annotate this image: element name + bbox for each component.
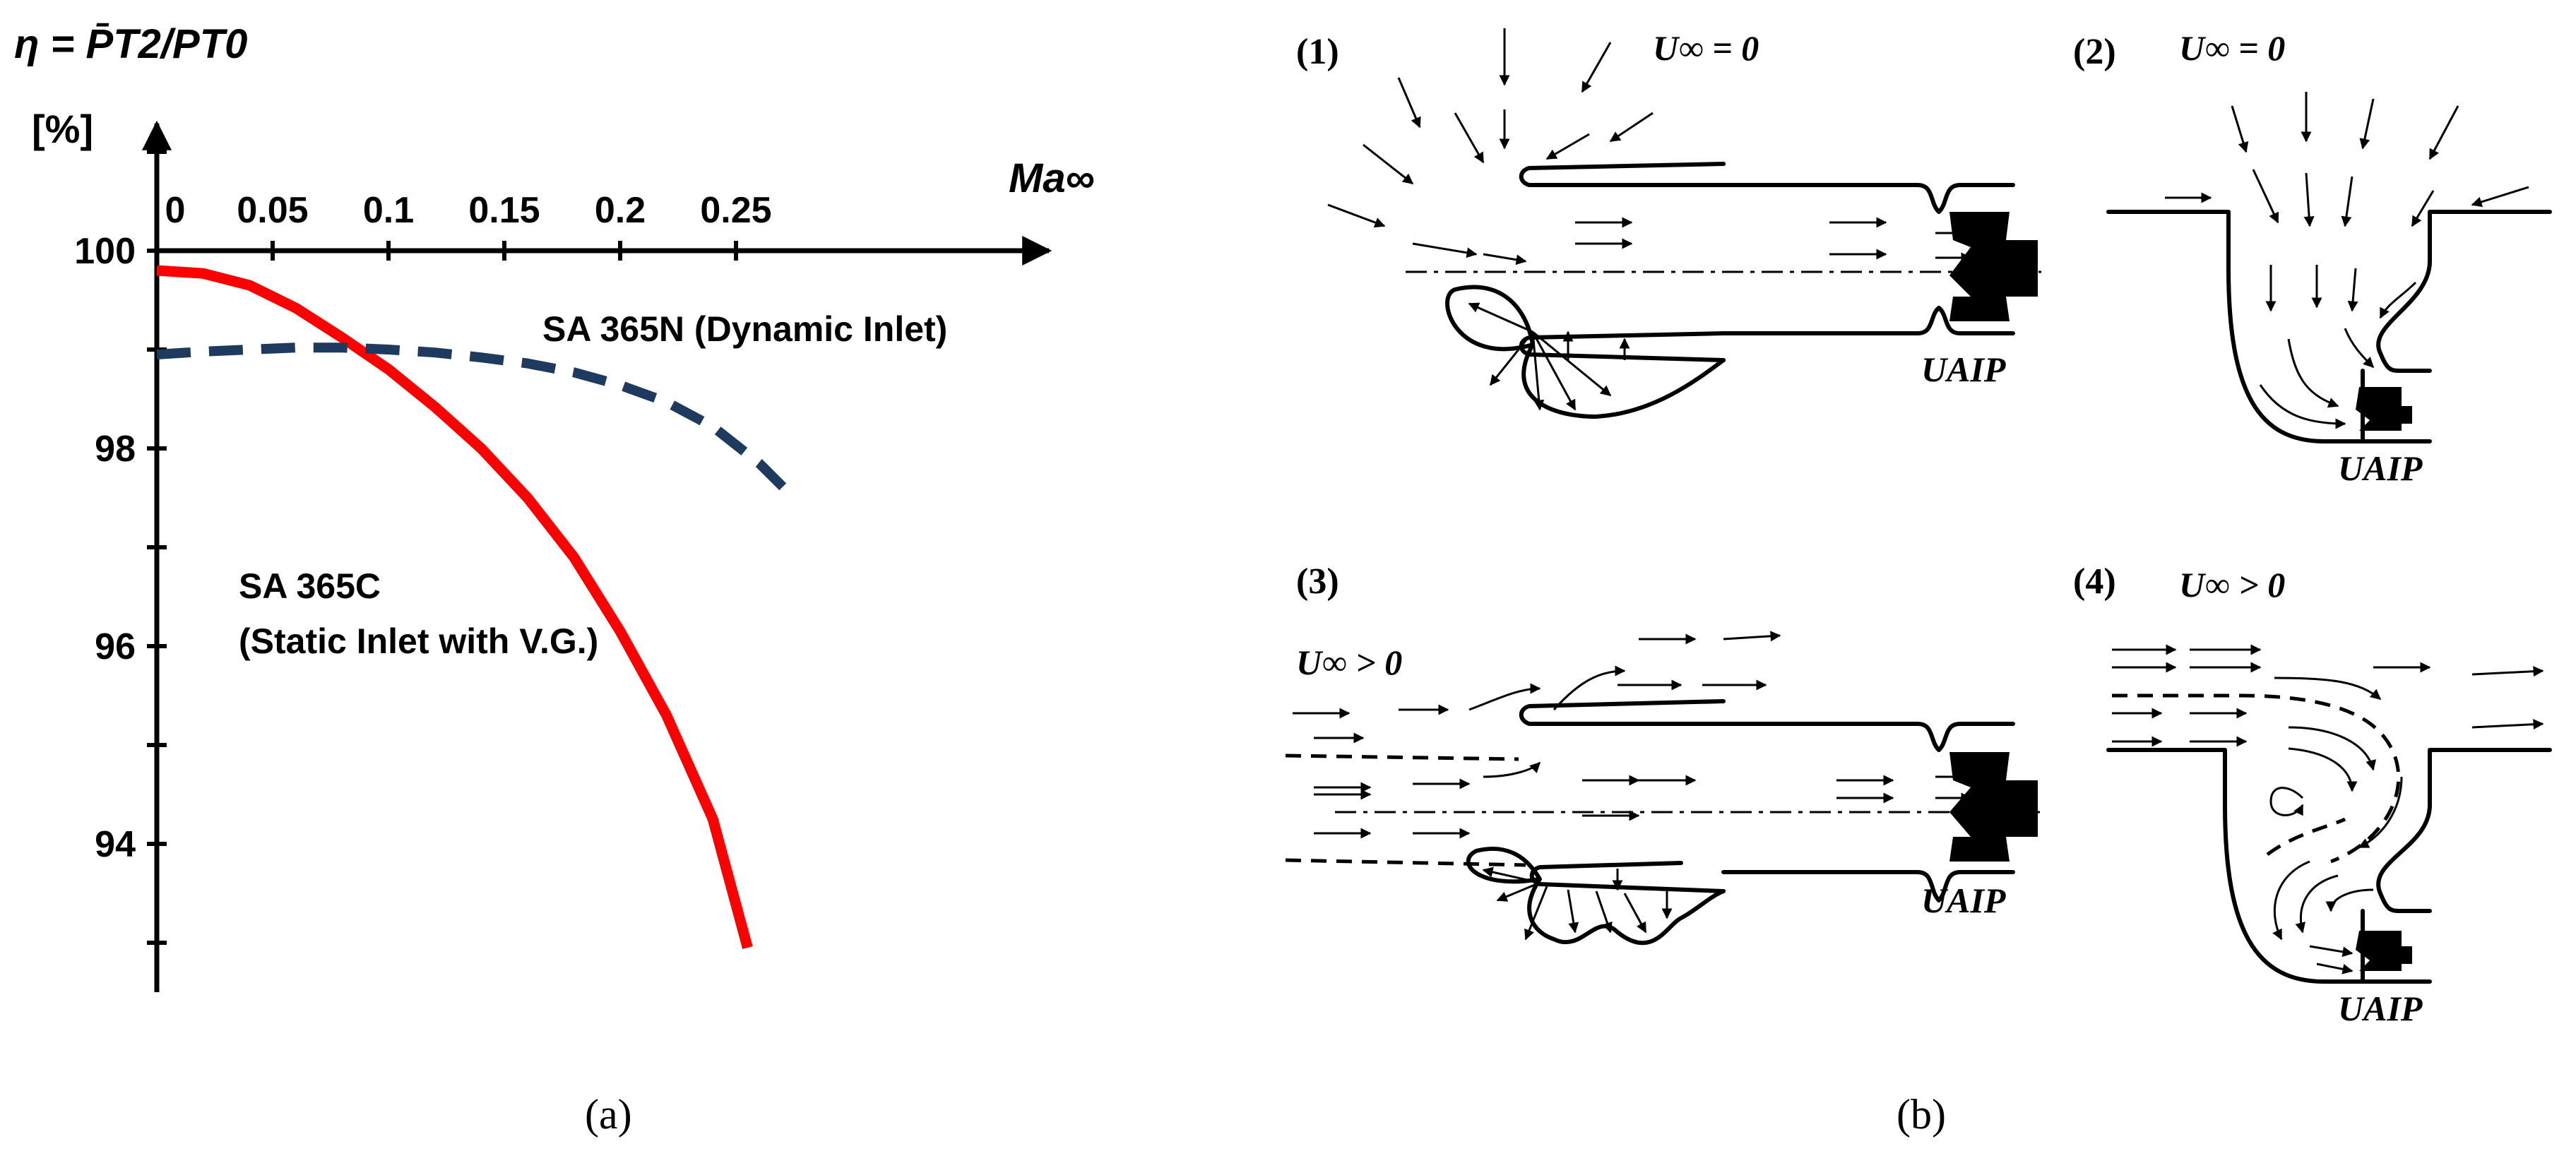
x-tick-label: 0.1: [363, 190, 414, 231]
panel-3-flow-arrows: [1293, 631, 1972, 941]
series-label-sa365n: SA 365N (Dynamic Inlet): [542, 309, 947, 349]
panel-3-lower-lip: [1529, 861, 1726, 893]
series-layer: [156, 265, 797, 949]
panel-2-left-wall: [2106, 210, 2393, 443]
series-label-sa365c-line1: SA 365C: [239, 566, 381, 606]
panel-4-flow-arrows: [2112, 644, 2544, 975]
panel-4-dividing-streamline-top: [2112, 693, 2401, 864]
panel-3-label: (3): [1296, 561, 1339, 602]
x-axis-title: Ma∞: [1009, 155, 1095, 201]
panel-2: (2) U∞ = 0 UAIP: [2073, 28, 2552, 488]
chart-a: η = P̄T2/PT0 [%] Ma∞ 0 0.05 0.1 0.15 0.2 0.25…: [14, 21, 1095, 1138]
panel-2-flow-arrows: [2165, 92, 2529, 429]
panel-4-right-wall: [2376, 748, 2552, 913]
panel-1-upper-duct: [1721, 162, 2015, 214]
panel-3-upper-duct: [1721, 722, 2015, 752]
x-tick-label: 0.25: [700, 190, 771, 231]
y-tick-label: 96: [95, 626, 136, 667]
panel-1-lower-duct: [1721, 306, 2015, 335]
y-axis-unit: [%]: [32, 107, 93, 151]
diagram-b: (1) U∞ = 0 UAIP: [1285, 28, 2552, 1138]
caption-a: (a): [585, 1091, 632, 1138]
panel-1: (1) U∞ = 0 UAIP: [1296, 28, 2041, 419]
panel-4-flow-label: U∞ > 0: [2179, 565, 2285, 604]
y-tick-label: 98: [95, 429, 136, 470]
panel-4: (4) U∞ > 0 UAIP: [2073, 561, 2552, 1028]
panel-2-aip-label: UAIP: [2338, 448, 2423, 488]
panel-3-stream-upper: [1285, 753, 1519, 761]
panel-1-pressure-lobe: [1445, 285, 1726, 419]
series-label-sa365c-line2: (Static Inlet with V.G.): [239, 621, 598, 661]
panel-2-right-wall: [2376, 210, 2552, 373]
y-tick-label: 100: [74, 231, 136, 272]
x-tick-label: 0.2: [595, 190, 646, 231]
y-tick-label: 94: [95, 824, 136, 865]
series-line-sa365c: [156, 265, 753, 949]
x-tick-label: 0.15: [468, 190, 540, 231]
panel-3-engine-icon: [1949, 752, 2038, 862]
panel-2-engine-icon: [2356, 387, 2412, 431]
panel-1-engine-icon: [1949, 212, 2038, 321]
panel-2-label: (2): [2073, 32, 2116, 72]
y-axis-title: η = P̄T2/PT0 [%]: [14, 21, 247, 151]
panel-1-flow-arrows: [1327, 28, 1972, 411]
panel-1-upper-lip: [1519, 162, 1726, 187]
panel-3-pressure-lobe: [1466, 846, 1726, 946]
panel-4-label: (4): [2073, 561, 2116, 602]
panel-3-aip-label: UAIP: [1921, 881, 2006, 920]
panel-4-engine-icon: [2356, 931, 2412, 971]
y-axis-symbol: η = P̄T2/PT0: [14, 21, 247, 67]
x-ticks: 0 0.05 0.1 0.15 0.2 0.25: [165, 190, 772, 261]
y-ticks: 94 96 98 100: [74, 150, 167, 945]
panel-2-flow-label: U∞ = 0: [2179, 28, 2285, 68]
panel-3-lower-duct: [1721, 870, 2015, 902]
panel-1-aip-label: UAIP: [1921, 350, 2006, 389]
panel-3-flow-label: U∞ > 0: [1296, 643, 1402, 682]
panel-1-flow-label: U∞ = 0: [1653, 28, 1759, 68]
x-tick-label: 0.05: [237, 190, 308, 231]
panel-1-label: (1): [1296, 32, 1339, 72]
series-labels: SA 365N (Dynamic Inlet) SA 365C (Static …: [239, 309, 947, 661]
x-tick-label: 0: [165, 190, 186, 231]
panel-4-aip-label: UAIP: [2338, 989, 2423, 1028]
panel-4-left-wall: [2106, 748, 2390, 984]
panel-4-dividing-streamline-bottom: [2266, 817, 2346, 857]
panel-3: (3) U∞ > 0 UAIP: [1285, 561, 2041, 946]
series-line-sa365n: [156, 342, 797, 501]
caption-b: (b): [1897, 1091, 1946, 1138]
panel-3-upper-lip: [1519, 699, 1726, 726]
panel-3-stream-lower: [1285, 858, 1526, 867]
